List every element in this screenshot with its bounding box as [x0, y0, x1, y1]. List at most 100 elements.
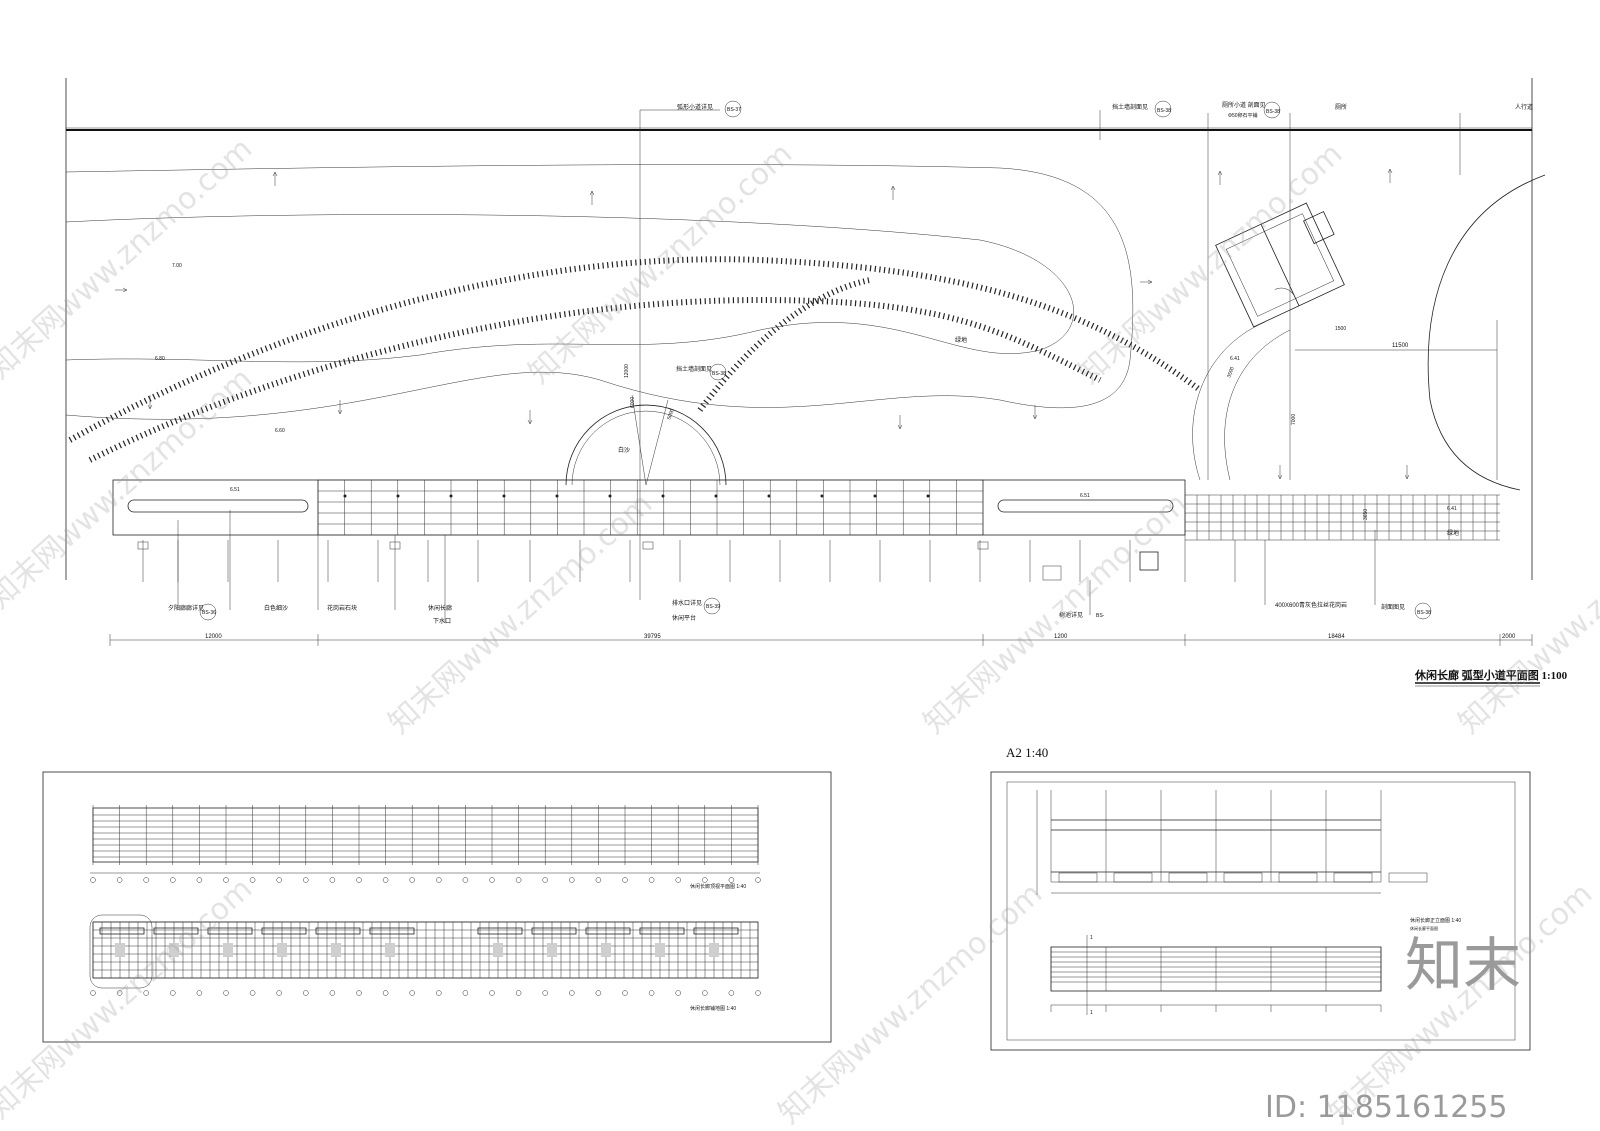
left-grid-bubble	[356, 877, 362, 883]
arrow-head	[1387, 168, 1393, 174]
left-grid-bubble	[90, 877, 96, 883]
left-paving-bubble	[276, 990, 282, 996]
label-toilet: 厕所	[1335, 103, 1347, 111]
toilet-building	[1215, 202, 1345, 328]
left-grid-bubble	[303, 877, 309, 883]
label-tree-pit: 树池详见	[1059, 611, 1083, 619]
radius-line-2	[645, 399, 669, 486]
left-grid-bubble	[249, 877, 256, 883]
sand-semicircle-inner	[571, 410, 721, 486]
left-paving-bench	[639, 927, 685, 935]
corridor-grid	[317, 479, 983, 536]
arrow-head	[337, 409, 343, 415]
dim-12000: 12000	[205, 634, 222, 640]
left-paving-block	[169, 943, 179, 957]
left-grid-bubble	[728, 877, 735, 883]
site-plan	[65, 78, 1546, 646]
right-plan-detail	[1050, 935, 1382, 1015]
left-paving-block	[709, 943, 719, 957]
area-sand: 白沙	[618, 446, 630, 454]
corridor-post	[714, 494, 718, 498]
label-section-circle	[1414, 602, 1432, 620]
callout-arc-path-circle	[724, 100, 742, 118]
corridor-post	[502, 494, 506, 498]
arrow-head	[897, 424, 903, 430]
left-grid-bubble	[622, 877, 628, 883]
callout-retaining-wall-ref: BS-38	[1157, 108, 1171, 114]
left-grid-bubble	[223, 877, 229, 883]
plan-labels: 弧形小道详见 BS-37 挡土墙剖面见 BS-38 厕所小道 剖面见 Φ50卵石…	[155, 100, 1568, 687]
watermark-text: 知末网www.znzmo.com	[382, 486, 659, 741]
callout-toilet-path-ref: BS-38	[1266, 109, 1280, 115]
section-mark-top: 1	[1090, 935, 1093, 941]
inner-dim-6000: 6000	[630, 397, 636, 408]
label-outlet: 排水口详见	[672, 599, 702, 607]
elev-6-60: 6.60	[275, 428, 285, 434]
right-elev-planter	[1113, 872, 1153, 883]
dim-1200: 1200	[1054, 634, 1068, 640]
left-paving-bubble	[303, 990, 309, 996]
brand-logo: 知末	[1405, 931, 1521, 999]
left-paving-bench	[99, 927, 145, 935]
inner-dim-5000: 5000	[666, 408, 676, 421]
watermark-text: 知末网www.znzmo.com	[1452, 486, 1600, 741]
left-paving-bubble	[515, 990, 522, 996]
elev-7-00: 7.00	[172, 263, 182, 269]
right-sheet-frame	[990, 771, 1531, 1051]
left-sheet: 休闲长廊顶视平面图 1:40 休闲长廊铺地图 1:40	[42, 771, 832, 1043]
left-grid-bubble	[382, 877, 389, 883]
label-sunset-corridor-ref: BS-36	[202, 610, 216, 616]
label-leisure-corridor: 休闲长廊	[428, 604, 452, 612]
watermark-text: 知末网www.znzmo.com	[1072, 136, 1349, 391]
inner-dim-3500: 3500	[1226, 366, 1236, 379]
dim-2000: 2000	[1502, 634, 1516, 640]
arrow-head	[589, 190, 595, 196]
elev-6-41-lower: 6.41	[1447, 506, 1457, 512]
corridor-post	[926, 494, 930, 498]
right-elev-planter	[1058, 872, 1098, 883]
left-grid-bubble	[170, 877, 176, 883]
area-green-2: 绿地	[1447, 529, 1459, 537]
left-paving-bubble	[90, 990, 96, 996]
left-paving-bench	[153, 927, 199, 935]
left-elevation-detail	[90, 805, 761, 883]
corridor-post	[555, 494, 559, 498]
round-lawn-edge	[1427, 174, 1546, 491]
left-paving-bubble	[569, 990, 575, 996]
arc-stepping-path	[68, 256, 1202, 443]
left-grid-bubble	[276, 877, 282, 883]
left-paving-bubble	[622, 990, 628, 996]
inner-dim-12000: 12000	[624, 364, 630, 378]
left-paving-bubble	[382, 990, 389, 996]
left-grid-bubble	[196, 877, 203, 883]
watermark-text: 知末网www.znzmo.com	[0, 131, 259, 386]
sheet-a2-label: A2 1:40	[1006, 745, 1048, 760]
elev-6-80: 6.80	[155, 356, 165, 362]
left-paving-detail	[90, 921, 761, 996]
callout-arc-path-ref: BS-37	[727, 107, 741, 113]
left-grid-bubble	[542, 877, 548, 883]
right-elev-planter	[1168, 872, 1208, 883]
left-paving-bench	[207, 927, 253, 935]
label-granite-paving: 400X600青灰色拉丝花岗岩	[1275, 601, 1347, 609]
left-grid-bubble	[409, 877, 415, 883]
left-paving-bubble	[489, 990, 495, 996]
label-section: 剖面图见	[1381, 603, 1405, 611]
corridor-post	[873, 494, 877, 498]
left-paving-bubble	[116, 990, 123, 996]
elev-6-51-right: 6.51	[1080, 493, 1090, 499]
corridor-post	[820, 494, 824, 498]
left-grid-bubble	[648, 877, 655, 883]
left-paving-bench	[693, 927, 739, 935]
callout-toilet-path: 厕所小道 剖面见	[1222, 101, 1266, 109]
watermark-text: 知末网www.znzmo.com	[522, 136, 799, 391]
left-paving-bubble	[170, 990, 176, 996]
left-paving-bench	[315, 927, 361, 935]
left-paving-bench	[261, 927, 307, 935]
left-grid-bubble	[436, 877, 442, 883]
left-elevation-box	[92, 807, 759, 863]
right-sheet-inner-frame	[1006, 781, 1516, 1041]
elev-6-41-upper: 6.41	[1230, 356, 1240, 362]
label-drain-inlet: 下水口	[433, 617, 451, 625]
label-sunset-corridor: 夕阳廊廊详见	[168, 604, 204, 612]
